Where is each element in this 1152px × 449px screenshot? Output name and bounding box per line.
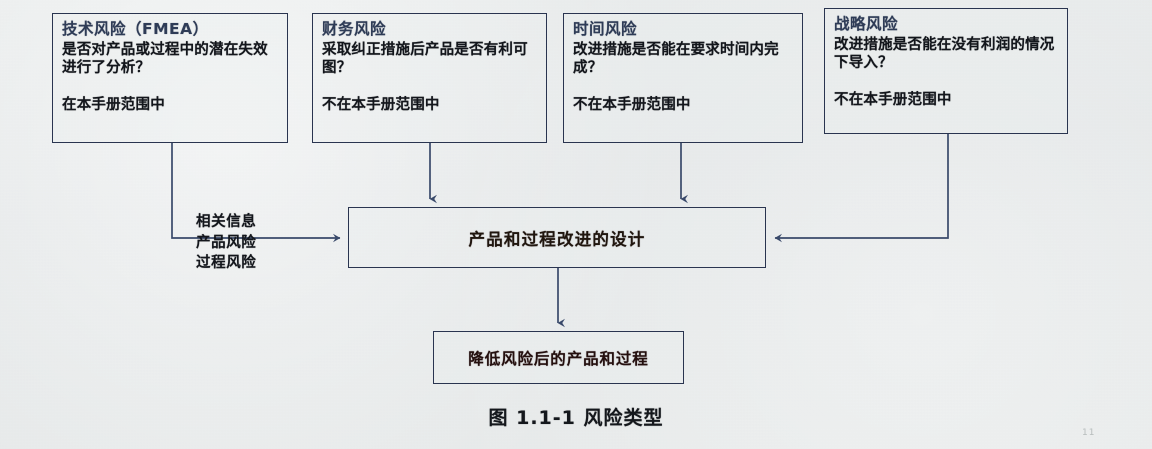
risk-title: 战略风险 — [834, 15, 899, 33]
risk-scope: 在本手册范围中 — [62, 97, 165, 113]
flow-label-line-3: 过程风险 — [196, 255, 257, 272]
risk-box-financial-risk: 财务风险 采取纠正措施后产品是否有利可图？ 不在本手册范围中 — [312, 13, 547, 143]
connector-strategic-to-center — [774, 134, 949, 243]
risk-box-technical-risk: 技术风险（FMEA） 是否对产品或过程中的潜在失效进行了分析？ 在本手册范围中 — [52, 13, 288, 143]
flow-label-line-1: 相关信息 — [196, 214, 257, 230]
risk-box-strategic-risk: 战略风险 改进措施是否能在没有利润的情况下导入？ 不在本手册范围中 — [824, 8, 1068, 134]
flow-label-line-2: 产品风险 — [196, 234, 257, 251]
process-node-design-improvement: 产品和过程改进的设计 — [348, 207, 766, 268]
outcome-node-label: 降低风险后的产品和过程 — [468, 349, 649, 368]
risk-scope: 不在本手册范围中 — [573, 97, 691, 113]
risk-question: 改进措施是否能在没有利润的情况下导入？ — [834, 36, 1055, 72]
outcome-node-reduced-risk: 降低风险后的产品和过程 — [433, 331, 684, 384]
risk-question: 采取纠正措施后产品是否有利可图？ — [322, 41, 528, 77]
risk-scope: 不在本手册范围中 — [322, 97, 440, 113]
risk-scope: 不在本手册范围中 — [834, 92, 952, 108]
page-number-mark: 11 — [1082, 428, 1096, 438]
risk-title: 财务风险 — [322, 20, 387, 38]
flow-edge-label: 相关信息 产品风险 过程风险 — [196, 212, 256, 274]
risk-question: 改进措施是否能在要求时间内完成？ — [573, 41, 779, 77]
risk-title: 时间风险 — [573, 20, 638, 38]
figure-caption: 图 1.1-1 风险类型 — [488, 407, 664, 429]
risk-question: 是否对产品或过程中的潜在失效进行了分析？ — [62, 41, 268, 77]
risk-title: 技术风险（FMEA） — [62, 20, 209, 38]
risk-box-time-risk: 时间风险 改进措施是否能在要求时间内完成？ 不在本手册范围中 — [563, 13, 803, 143]
connector-technical-to-center — [171, 143, 341, 243]
process-node-label: 产品和过程改进的设计 — [468, 229, 646, 249]
